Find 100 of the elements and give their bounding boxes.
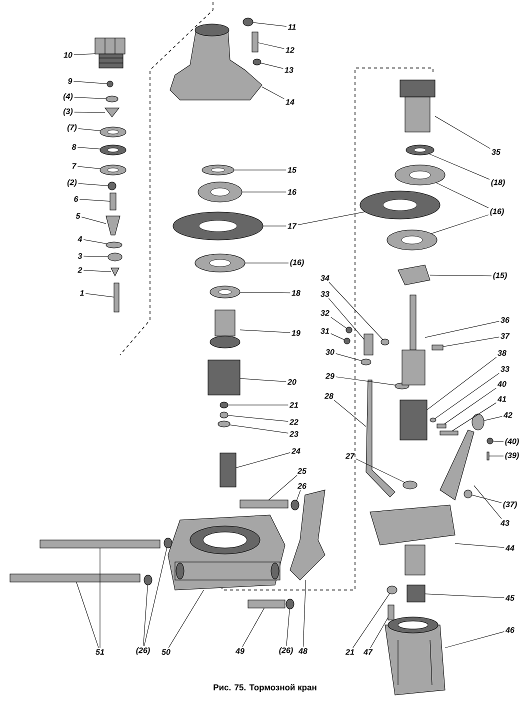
machine-part [100, 126, 126, 138]
leader-line [431, 214, 489, 234]
callout-number: 9 [68, 78, 72, 84]
machine-part [110, 192, 116, 210]
callout-number: 21 [345, 649, 354, 655]
callout-number: (18) [491, 179, 505, 187]
leader-line [76, 582, 99, 648]
leader-line [143, 584, 148, 646]
callout-number: 47 [363, 649, 373, 655]
figure-caption: Рис. 75. Тормозной кран [214, 684, 316, 692]
leader-line [240, 292, 290, 294]
machine-part [464, 490, 472, 498]
callout-number: (16) [290, 259, 304, 267]
machine-part [106, 96, 118, 102]
leader-line [424, 321, 500, 338]
callout-number: 40 [497, 381, 506, 387]
leader-line [328, 282, 383, 340]
leader-line [83, 256, 108, 258]
callout-number: 43 [500, 520, 510, 526]
machine-part [344, 338, 350, 344]
machine-part [430, 418, 436, 422]
machine-part [346, 326, 352, 334]
callout-number: 33 [320, 291, 330, 297]
callout-number: 10 [64, 52, 72, 58]
callout-number: 38 [498, 350, 506, 356]
leader-line [302, 580, 306, 648]
leader-line [81, 216, 106, 224]
leader-line [268, 474, 298, 500]
callout-number: 3 [78, 253, 82, 259]
callout-number: (2) [67, 179, 77, 187]
callout-number: 33 [500, 366, 510, 372]
leader-line [77, 166, 101, 169]
machine-part [198, 182, 242, 202]
machine-part [386, 586, 398, 594]
machine-part [406, 584, 426, 602]
leader-line [336, 353, 362, 361]
machine-part [106, 80, 114, 88]
callout-number: 19 [292, 330, 300, 336]
leader-line [74, 53, 96, 55]
callout-number: 27 [345, 453, 355, 459]
leader-line [452, 402, 496, 432]
machine-part [220, 452, 236, 488]
machine-part [202, 164, 234, 176]
machine-part [168, 514, 286, 590]
leader-line [298, 212, 366, 226]
machine-part [486, 438, 494, 444]
callout-number: 17 [288, 223, 297, 229]
callout-number: 36 [500, 317, 510, 323]
machine-part [252, 32, 258, 52]
leader-line [442, 336, 500, 347]
machine-part [290, 490, 326, 580]
callout-number: 1 [80, 290, 84, 296]
machine-part [170, 24, 262, 100]
leader-line [370, 617, 388, 648]
callout-number: 11 [288, 24, 296, 30]
callout-number: 23 [289, 431, 298, 437]
leader-line [78, 183, 108, 186]
machine-part [164, 538, 172, 548]
machine-part [104, 108, 120, 118]
callout-number: 25 [297, 468, 307, 474]
machine-part [380, 338, 390, 346]
leader-line [85, 293, 114, 298]
callout-number: 20 [287, 379, 296, 385]
leader-line [79, 199, 110, 202]
leader-line [444, 388, 496, 424]
machine-part [364, 334, 374, 356]
machine-part [106, 216, 120, 236]
leader-line [430, 274, 492, 276]
callout-number: 16 [288, 189, 296, 195]
machine-part [388, 604, 394, 620]
callout-number: 28 [324, 393, 334, 399]
callout-number: 44 [505, 545, 514, 551]
leader-line [428, 154, 490, 180]
machine-part [370, 504, 456, 576]
callout-number: (37) [503, 501, 517, 509]
leader-line [83, 239, 107, 244]
callout-number: 37 [500, 333, 510, 339]
machine-part [486, 452, 490, 460]
leader-line [454, 543, 504, 548]
machine-part [218, 420, 230, 428]
callout-number: 12 [286, 47, 294, 53]
machine-part [252, 58, 262, 66]
callout-number: 34 [320, 275, 330, 281]
leader-line [168, 590, 204, 648]
leader-line [240, 378, 286, 382]
leader-line [492, 440, 504, 442]
leader-line [228, 404, 288, 406]
callout-number: (4) [63, 93, 73, 101]
machine-part [108, 252, 122, 262]
callout-number: (40) [505, 438, 519, 446]
machine-part [290, 500, 300, 510]
machine-part [472, 414, 484, 430]
leader-line [328, 298, 364, 340]
leader-line [242, 608, 264, 648]
leader-line [330, 316, 347, 329]
leader-line [244, 262, 289, 264]
machine-part [10, 574, 140, 582]
callout-number: (15) [493, 272, 507, 280]
machine-part [366, 380, 396, 498]
callout-number: 5 [76, 213, 80, 219]
